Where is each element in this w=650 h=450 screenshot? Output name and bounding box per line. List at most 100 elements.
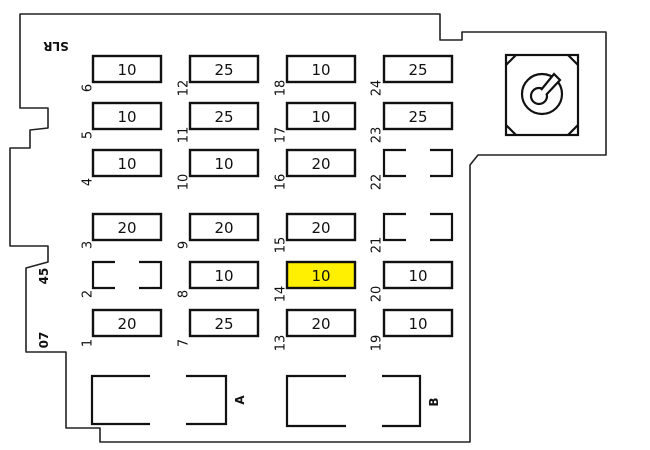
fuse-box [91, 54, 163, 84]
fuse-slot-20: 10 20 [370, 260, 454, 303]
fuse-position-label: 19 [370, 335, 385, 352]
side-label-lower: 07 [37, 332, 51, 349]
fuse-box [91, 148, 163, 178]
fuse-position-label: 8 [177, 290, 192, 298]
fuse-position-label: 17 [274, 127, 289, 144]
fuse-position-label: 14 [274, 286, 289, 303]
relay-b-right [382, 374, 422, 428]
fuse-rating: 25 [408, 61, 427, 79]
fuse-rating: 20 [214, 219, 233, 237]
fuse-rating: 10 [117, 108, 136, 126]
fuse-rating: 10 [214, 267, 233, 285]
fuse-box [285, 148, 357, 178]
fuse-position-label: 4 [81, 178, 96, 186]
fuse-position-label: 2 [81, 290, 96, 298]
rotary-switch [504, 53, 580, 137]
relay-b-left [285, 374, 346, 428]
fuse-slot-6: 106 [81, 54, 163, 92]
fuse-box [188, 308, 260, 338]
relay-a-right [186, 374, 228, 426]
fuse-box [285, 101, 357, 131]
empty-fuse-slot [91, 260, 163, 290]
fuse-box [285, 212, 357, 242]
fuse-box [91, 212, 163, 242]
panel-outline [9, 13, 607, 443]
panel-code-label: SLR [43, 39, 69, 53]
fuse-slot-21: 21 [370, 212, 454, 254]
fuse-position-label: 22 [370, 174, 385, 191]
fuse-box [285, 308, 357, 338]
relay-a: A [90, 374, 247, 426]
fuse-box [285, 54, 357, 84]
fuse-slot-14: 10 14 [274, 260, 357, 303]
fuse-position-label: 12 [177, 80, 192, 97]
fuse-rating: 10 [311, 267, 330, 285]
fuse-slot-9: 20 9 [177, 212, 260, 249]
fuse-box [382, 54, 454, 84]
fuse-box [188, 212, 260, 242]
fuse-slot-17: 10 17 [274, 101, 357, 144]
fuse-position-label: 11 [177, 127, 192, 144]
fuse-position-label: 5 [81, 131, 96, 139]
fuse-position-label: 24 [370, 80, 385, 97]
fuse-rating: 25 [214, 61, 233, 79]
fuse-slot-12: 25 12 [177, 54, 260, 97]
fuse-rating: 25 [408, 108, 427, 126]
fuse-rating: 10 [311, 61, 330, 79]
fuse-box [188, 148, 260, 178]
fuse-box [188, 260, 260, 290]
side-label-upper: 45 [37, 268, 51, 285]
fuse-slot-4: 10 4 [81, 148, 163, 186]
fuse-rating: 25 [214, 315, 233, 333]
fuse-rating: 20 [311, 219, 330, 237]
fuse-rating: 20 [311, 155, 330, 173]
fuse-box [382, 260, 454, 290]
fuse-position-label: 15 [274, 237, 289, 254]
fuse-grid: 1061051042032201251225111010209108257101… [81, 54, 454, 352]
fuse-slot-1: 20 1 [81, 308, 163, 347]
fuse-position-label: 1 [81, 339, 96, 347]
fuse-position-label: 9 [177, 241, 192, 249]
relay-b-label: B [427, 397, 441, 406]
fuse-rating: 10 [214, 155, 233, 173]
fuse-rating: 20 [117, 219, 136, 237]
fuse-rating: 10 [311, 108, 330, 126]
empty-fuse-slot [382, 212, 454, 242]
fuse-rating: 10 [117, 155, 136, 173]
empty-fuse-slot [382, 148, 454, 178]
fuse-slot-3: 20 3 [81, 212, 163, 249]
fuse-rating: 10 [408, 267, 427, 285]
switch-lever-icon [540, 72, 562, 96]
fuse-rating: 20 [311, 315, 330, 333]
fuse-box [91, 308, 163, 338]
fuse-box [382, 101, 454, 131]
relay-b: B [285, 374, 441, 428]
relay-a-label: A [233, 395, 247, 405]
fuse-position-label: 21 [370, 237, 385, 254]
fuse-position-label: 3 [81, 241, 96, 249]
fuse-slot-24: 25 24 [370, 54, 454, 97]
fuse-slot-7: 257 [177, 308, 260, 347]
fuse-slot-8: 10 8 [177, 260, 260, 298]
fuse-position-label: 16 [274, 174, 289, 191]
fuse-position-label: 20 [370, 286, 385, 303]
fuse-rating: 20 [117, 315, 136, 333]
fuse-slot-2: 2 [81, 260, 163, 298]
fuse-slot-5: 10 5 [81, 101, 163, 139]
fuse-box [188, 101, 260, 131]
fuse-position-label: 10 [177, 174, 192, 191]
switch-knob-icon [520, 72, 564, 116]
fuse-slot-22: 22 [370, 148, 454, 191]
switch-housing [504, 53, 580, 137]
fuse-slot-10: 10 10 [177, 148, 260, 191]
fuse-box [188, 54, 260, 84]
